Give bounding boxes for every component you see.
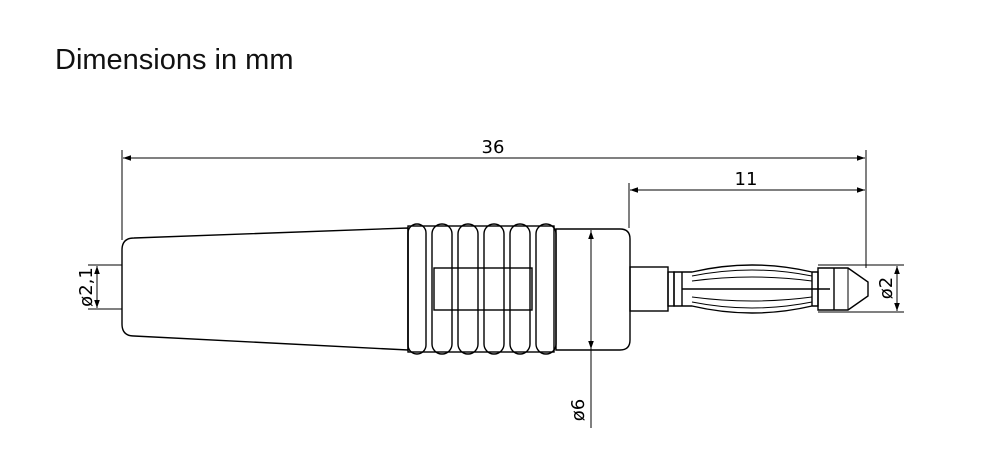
rear-sleeve <box>121 227 409 351</box>
page-title: Dimensions in mm <box>55 44 294 76</box>
body-diameter-dimension: ø6 <box>568 230 594 428</box>
pin-shaft <box>629 266 675 312</box>
cable-diameter-label: ø2,1 <box>76 267 97 307</box>
pin-length-label: 11 <box>735 169 758 190</box>
pin-tip <box>817 267 869 311</box>
overall-length-label: 36 <box>482 137 505 158</box>
front-body <box>555 228 631 351</box>
pin-diameter-dimension: ø2 <box>818 264 904 313</box>
body-diameter-label: ø6 <box>568 399 589 421</box>
grip-rings <box>407 223 557 355</box>
overall-length-dimension: 36 <box>121 137 867 268</box>
cable-diameter-dimension: ø2,1 <box>76 264 122 310</box>
pin-diameter-label: ø2 <box>876 277 897 299</box>
pin-length-dimension: 11 <box>628 169 865 228</box>
spring-contact <box>673 264 830 314</box>
